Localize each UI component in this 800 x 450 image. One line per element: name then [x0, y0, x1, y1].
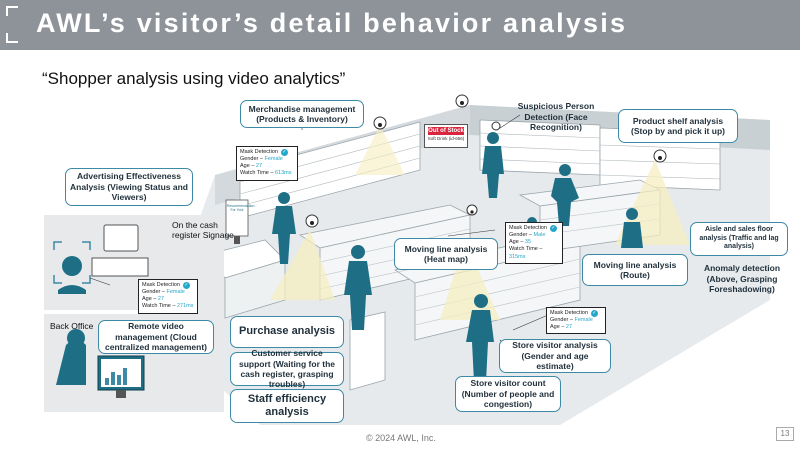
- office-worker-icon: [56, 340, 86, 385]
- callout-moving-route: Moving line analysis (Route): [582, 254, 688, 286]
- callout-merchandise: Merchandise management (Products & Inven…: [240, 100, 364, 128]
- mask-detection-card: Mask Detection✓ Gender – Male Age – 35 W…: [505, 222, 563, 264]
- callout-visitor-count: Store visitor count (Number of people an…: [455, 376, 561, 412]
- callout-staff: Staff efficiency analysis: [230, 389, 344, 423]
- out-of-stock-badge: Out of Stock: [428, 127, 464, 135]
- check-icon: ✓: [590, 310, 598, 317]
- callout-visitor-analysis: Store visitor analysis (Gender and age e…: [499, 339, 611, 373]
- corner-bracket-icon: [6, 6, 18, 16]
- callout-purchase: Purchase analysis: [230, 316, 344, 348]
- callout-shelf: Product shelf analysis (Stop by and pick…: [618, 109, 738, 143]
- footer-copyright: © 2024 AWL, Inc.: [366, 433, 436, 443]
- register-screen: [103, 224, 139, 252]
- callout-anomaly: Anomaly detection (Above, Grasping Fores…: [703, 263, 781, 295]
- shelf-lines: [239, 132, 721, 207]
- mask-detection-card: Mask Detection✓ Gender – Female Age – 27: [546, 307, 606, 335]
- header-bar: AWL’s visitor’s detail behavior analysis: [0, 0, 800, 50]
- face-frame-icon: [53, 241, 91, 284]
- face-icon: [62, 256, 82, 276]
- corner-bracket-icon: [6, 33, 18, 43]
- light-cone: [355, 125, 405, 175]
- callout-customer-service: Customer service support (Waiting for th…: [230, 348, 344, 389]
- callout-advertising: Advertising Effectiveness Analysis (View…: [65, 168, 193, 206]
- callout-suspicious: Suspicious Person Detection (Face Recogn…: [517, 101, 595, 133]
- callout-aisle: Aisle and sales floor analysis (Traffic …: [690, 222, 788, 256]
- check-icon: ✓: [182, 282, 190, 289]
- back-office-label: Back Office: [50, 321, 94, 331]
- light-cone: [270, 230, 335, 300]
- signage-screen-text: Recommendation For You!: [227, 204, 255, 213]
- page-number: 13: [776, 427, 794, 441]
- check-icon: ✓: [549, 225, 557, 232]
- callout-moving-heat: Moving line analysis (Heat map): [394, 238, 498, 270]
- person-silhouette: [272, 132, 643, 382]
- page-title: AWL’s visitor’s detail behavior analysis: [36, 8, 628, 38]
- callout-remote: Remote video management (Cloud centraliz…: [98, 320, 214, 354]
- display-pillar: [349, 311, 386, 391]
- out-of-stock-tag: Out of Stock Soft Drink (id-656): [424, 124, 468, 148]
- mask-detection-card: Mask Detection✓ Gender – Female Age – 27…: [138, 279, 198, 314]
- product-id-label: Soft Drink (id-656): [427, 136, 465, 141]
- mask-detection-card: Mask Detection✓ Gender – Female Age – 27…: [236, 146, 298, 181]
- cash-signage-label: On the cash register Signage: [172, 220, 234, 241]
- subtitle: “Shopper analysis using video analytics”: [42, 69, 346, 88]
- check-icon: ✓: [280, 149, 288, 156]
